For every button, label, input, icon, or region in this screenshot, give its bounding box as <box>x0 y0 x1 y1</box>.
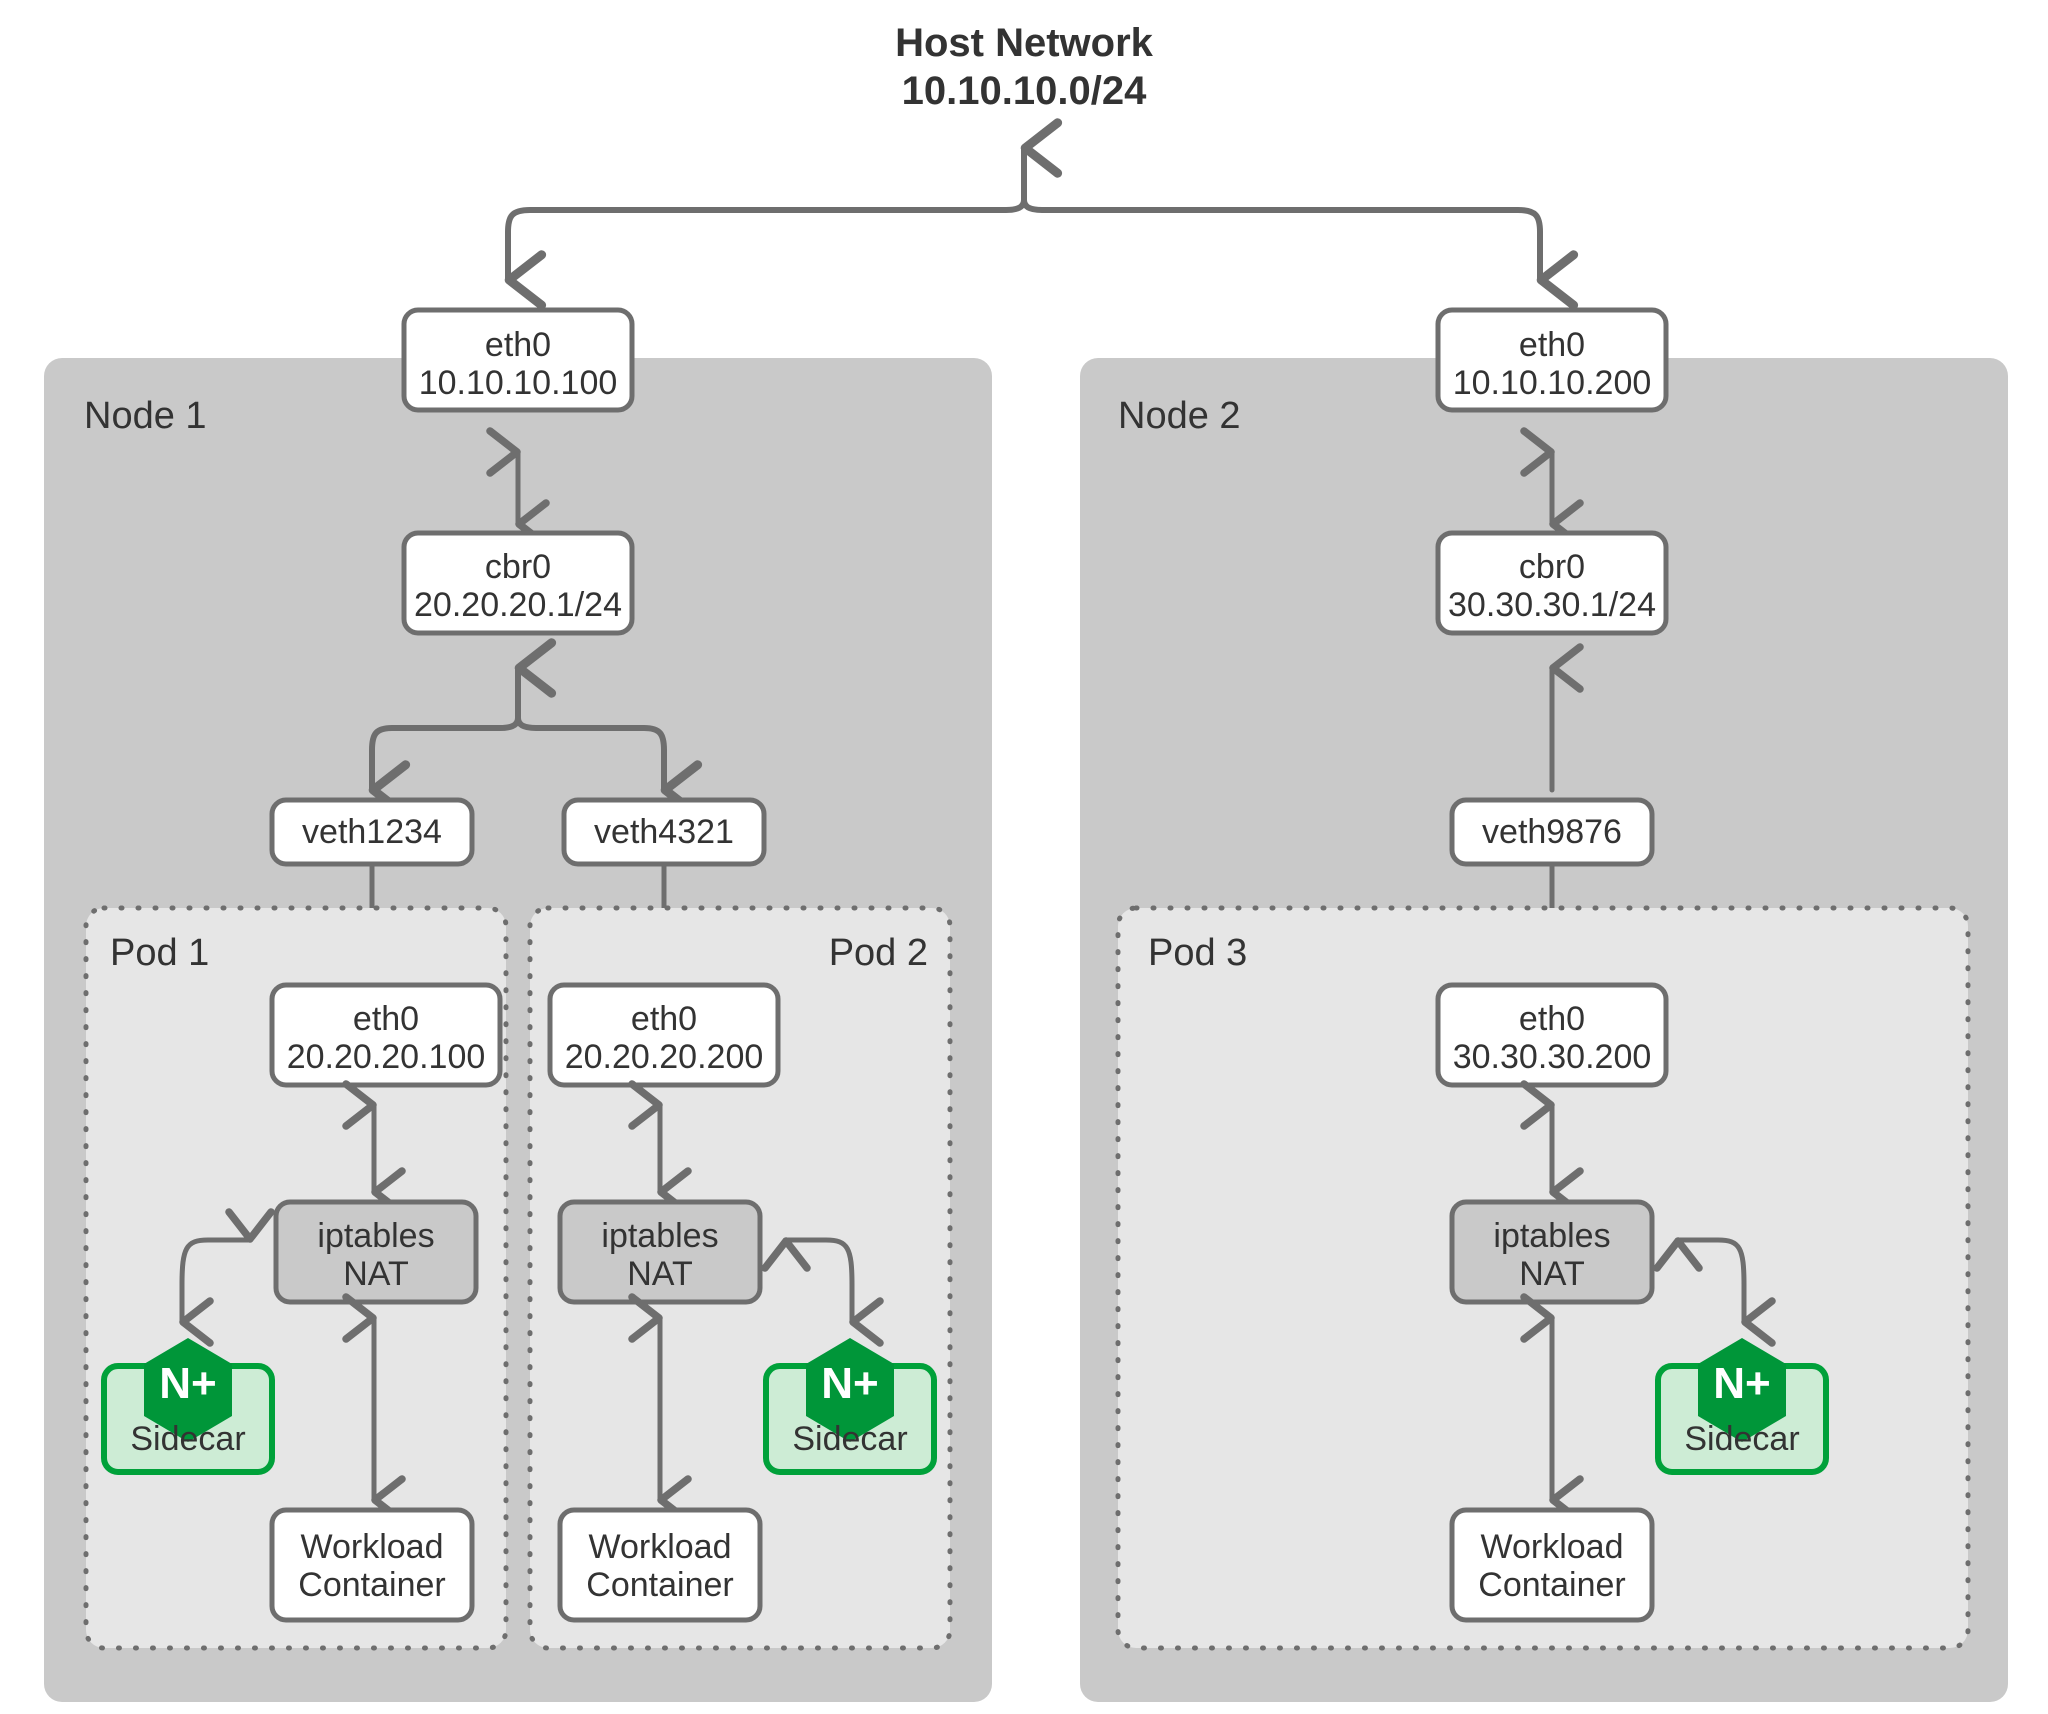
node2-eth0-box[interactable]: eth0 10.10.10.200 <box>1435 307 1669 413</box>
node1-cbr0-box-shape[interactable] <box>401 530 635 636</box>
pod2-workload-container-box[interactable]: Workload Container <box>557 1507 763 1623</box>
pod3-nginx-plus-hex-icon <box>1698 1338 1786 1442</box>
pod3-nat-line1: iptables <box>1493 1217 1610 1255</box>
pod1-sidecar-label: Sidecar <box>130 1420 245 1458</box>
host-network-title: Host Network 10.10.10.0/24 <box>895 21 1154 113</box>
node1-veth4321-box[interactable]: veth4321 <box>561 797 767 867</box>
pod1-workload-line1: Workload <box>301 1528 444 1566</box>
pod3-workload-line2: Container <box>1478 1566 1625 1604</box>
node2-eth0-box-shape[interactable] <box>1435 307 1669 413</box>
pod2-nat-line1: iptables <box>601 1217 718 1255</box>
pod3-eth0-ip: 30.30.30.200 <box>1453 1038 1652 1076</box>
pod-label-pod-3: Pod 3 <box>1148 932 1247 974</box>
pod1-workload-line2: Container <box>298 1566 445 1604</box>
pod3-workload-line1: Workload <box>1481 1528 1624 1566</box>
pod1-eth0-box[interactable]: eth0 20.20.20.100 <box>269 982 503 1088</box>
node2-cbr0-name: cbr0 <box>1519 548 1585 586</box>
node1-cbr0-veth-connector <box>368 638 703 820</box>
pod1-nat-line2: NAT <box>343 1255 408 1293</box>
pod1-sidecar-to-nat-arrow <box>179 1208 275 1288</box>
pod2-sidecar-to-nat-arrow <box>761 1237 855 1288</box>
pod1-nginx-plus-hex-icon <box>144 1338 232 1442</box>
node1-cbr0-ip: 20.20.20.1/24 <box>414 586 622 624</box>
node2-veth9876-box[interactable]: veth9876 <box>1449 797 1655 867</box>
host-network-connector <box>504 118 1579 310</box>
pod1-workload-container-box[interactable]: Workload Container <box>269 1507 475 1623</box>
node2-eth0-ip: 10.10.10.200 <box>1453 364 1652 402</box>
node-label-node-2: Node 2 <box>1118 395 1241 437</box>
pod1-sidecar[interactable]: N+ Sidecar <box>101 1338 275 1475</box>
host-to-node1-arrow <box>504 197 1027 310</box>
pod-label-pod-2: Pod 2 <box>829 932 928 974</box>
pod3-eth0-name: eth0 <box>1519 1000 1585 1038</box>
host-network-title-line2: 10.10.10.0/24 <box>902 69 1147 113</box>
pod3-sidecar[interactable]: N+ Sidecar <box>1655 1338 1829 1475</box>
host-network-title-line1: Host Network <box>895 21 1154 65</box>
pod2-sidecar-loop-arrows <box>761 1237 884 1347</box>
node2-veth9876-label: veth9876 <box>1482 813 1622 851</box>
pod2-eth0-box[interactable]: eth0 20.20.20.200 <box>547 982 781 1088</box>
pod1-eth0-name: eth0 <box>353 1000 419 1038</box>
node1-eth0-box[interactable]: eth0 10.10.10.100 <box>401 307 635 413</box>
pod2-eth0-ip: 20.20.20.200 <box>565 1038 764 1076</box>
pod3-workload-box-shape[interactable] <box>1449 1507 1655 1623</box>
pod3-nat-line2: NAT <box>1519 1255 1584 1293</box>
node1-cbr0-box[interactable]: cbr0 20.20.20.1/24 <box>401 530 635 636</box>
pod1-nginx-plus-badge-label: N+ <box>159 1359 216 1408</box>
node2-eth0-name: eth0 <box>1519 326 1585 364</box>
pod2-nginx-plus-badge-label: N+ <box>821 1359 878 1408</box>
pod1-sidecar-loop-arrows <box>179 1208 275 1347</box>
pod1-eth0-ip: 20.20.20.100 <box>287 1038 486 1076</box>
pod1-nat-line1: iptables <box>317 1217 434 1255</box>
pod2-sidecar-label: Sidecar <box>792 1420 907 1458</box>
pod2-sidecar[interactable]: N+ Sidecar <box>763 1338 937 1475</box>
node1-eth0-box-shape[interactable] <box>401 307 635 413</box>
pod3-nginx-plus-badge-label: N+ <box>1713 1359 1770 1408</box>
pod2-workload-line2: Container <box>586 1566 733 1604</box>
node2-cbr0-box[interactable]: cbr0 30.30.30.1/24 <box>1435 530 1669 636</box>
pod3-sidecar-loop-arrows <box>1653 1237 1776 1347</box>
node1-eth0-name: eth0 <box>485 326 551 364</box>
node2-cbr0-box-shape[interactable] <box>1435 530 1669 636</box>
node1-veth1234-box[interactable]: veth1234 <box>269 797 475 867</box>
node1-veth1234-label: veth1234 <box>302 813 442 851</box>
pod3-eth0-box[interactable]: eth0 30.30.30.200 <box>1435 982 1669 1088</box>
pod2-workload-box-shape[interactable] <box>557 1507 763 1623</box>
node-label-node-1: Node 1 <box>84 395 207 437</box>
node1-cbr0-to-veth4321-arrow <box>515 715 703 820</box>
pod3-workload-container-box[interactable]: Workload Container <box>1449 1507 1655 1623</box>
pod3-iptables-nat-box[interactable]: iptables NAT <box>1449 1199 1655 1305</box>
pod2-workload-line1: Workload <box>589 1528 732 1566</box>
pod3-sidecar-label: Sidecar <box>1684 1420 1799 1458</box>
node1-cbr0-to-veth1234-arrow <box>368 715 521 820</box>
pod1-iptables-nat-box[interactable]: iptables NAT <box>273 1199 479 1305</box>
pod2-iptables-nat-box[interactable]: iptables NAT <box>557 1199 763 1305</box>
node2-cbr0-ip: 30.30.30.1/24 <box>1448 586 1656 624</box>
node1-veth4321-label: veth4321 <box>594 813 734 851</box>
pod2-eth0-name: eth0 <box>631 1000 697 1038</box>
pod2-nginx-plus-hex-icon <box>806 1338 894 1442</box>
node1-cbr0-name: cbr0 <box>485 548 551 586</box>
pod2-nat-line2: NAT <box>627 1255 692 1293</box>
pod3-sidecar-to-nat-arrow <box>1653 1237 1747 1288</box>
pod1-workload-box-shape[interactable] <box>269 1507 475 1623</box>
pod-label-pod-1: Pod 1 <box>110 932 209 974</box>
host-to-node2-arrow <box>1021 197 1579 310</box>
node1-eth0-ip: 10.10.10.100 <box>419 364 618 402</box>
